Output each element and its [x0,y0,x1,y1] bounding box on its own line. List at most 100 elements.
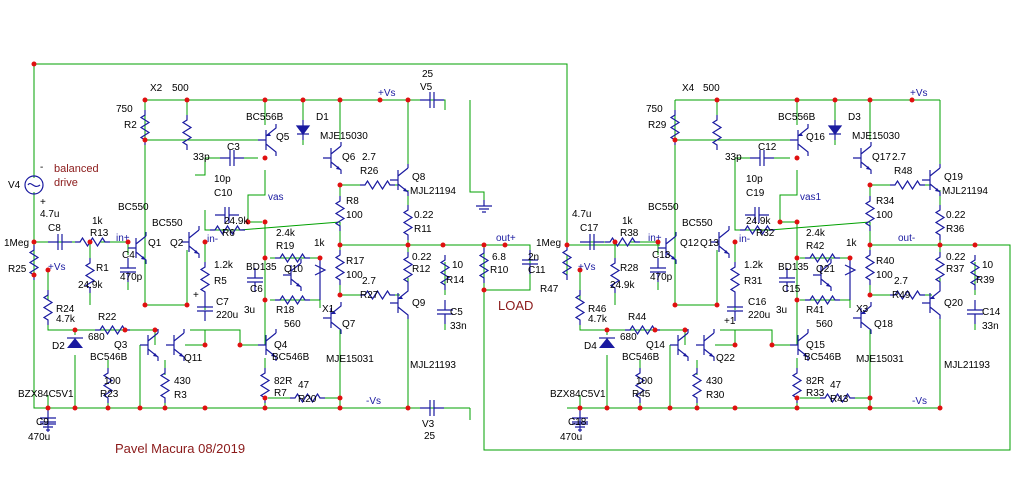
q5-label: Q5 [276,132,290,143]
c14-value: 33n [982,321,999,332]
r49-value: 2.7 [894,276,908,287]
r47-value: 1Meg [536,238,561,249]
v4-plus: + [40,197,46,208]
c3-label: C3 [227,142,240,153]
c15-label: C15 [782,284,801,295]
r20-value: 47 [298,380,310,391]
c16-label: C16 [748,297,767,308]
r29-label: R29 [648,120,667,131]
q4-type: BC546B [272,352,310,363]
r25-label: R25 [8,264,27,275]
r36-label: R36 [946,224,965,235]
c13-label: C13 [652,250,671,261]
load-label: LOAD [498,298,533,313]
q7-label: Q7 [342,319,356,330]
q18-label: Q18 [874,319,893,330]
vs-pos-right: +Vs [910,88,928,99]
drive-text-1: balanced [54,163,99,175]
c9-value: 470u [28,432,50,443]
q14-label: Q14 [646,340,665,351]
r7-value: 82R [274,376,292,387]
q16-type: BC556B [778,112,816,123]
c3-value: 33p [193,152,210,163]
r12-value: 0.22 [412,252,432,263]
r28-value: 24.9k [610,280,635,291]
d2-type: BZX84C5V1 [18,389,74,400]
r47-label: R47 [540,284,559,295]
r12-label: R12 [412,264,431,275]
in-neg-label-r: in- [739,234,750,245]
out-neg-label: out- [898,233,915,244]
q2-label: Q2 [170,238,184,249]
r32-value: 24.9k [746,216,771,227]
r6-label: R6 [222,228,235,239]
x1-label: X1 [322,304,335,315]
c10-value: 10p [214,174,231,185]
r30-label: R30 [706,390,725,401]
q21-label: Q21 [816,264,835,275]
c4-value: 470p [120,272,143,283]
v4-minus: - [40,162,43,173]
c4-label: C4 [122,250,135,261]
r23-label: R23 [100,389,119,400]
q22-label: Q22 [716,353,735,364]
r13-value: 1k [92,216,104,227]
vs-tag-r: +Vs [578,262,596,273]
c19-label: C19 [746,188,765,199]
r18-value: 560 [284,319,301,330]
drive-text-2: drive [54,177,78,189]
x4-label: X4 [682,83,695,94]
pot-value-r: 1k [846,238,858,249]
r39-label: R39 [976,275,995,286]
c5-value: 33n [450,321,467,332]
r14-label: R14 [446,275,465,286]
bd135-label: BD135 [246,262,277,273]
v3-label: V3 [422,419,435,430]
r43-value: 47 [830,380,842,391]
c15-value: 3u [776,305,787,316]
out-pos-label: out+ [496,233,516,244]
right-components [562,109,984,433]
r34-value: 100 [876,210,893,221]
left-labels: 750 R2 X2 500 BC556B Q5 D1 MJE15030 Q6 C… [4,83,467,443]
x2-label: X2 [150,83,163,94]
r27-label: R27 [360,290,379,301]
r26-label: R26 [360,166,379,177]
c7-label: C7 [216,297,229,308]
q10-label: Q10 [284,264,303,275]
c12-value: 33p [725,152,742,163]
r8-label: R8 [346,196,359,207]
r40-value: 100 [876,270,893,281]
q12-label: Q12 [680,238,699,249]
d1-label: D1 [316,112,329,123]
r14-value: 10 [452,260,464,271]
r42-label: R42 [806,241,825,252]
q8-label: Q8 [412,172,426,183]
r2-label: R2 [124,120,137,131]
q5-type: BC556B [246,112,284,123]
q2-type: BC550 [152,218,183,229]
q6-label: Q6 [342,152,356,163]
v4-label: V4 [8,180,21,191]
q13-type: BC550 [682,218,713,229]
v5-value: 25 [422,69,434,80]
q1-label: Q1 [148,238,162,249]
r1-value: 24.9k [78,280,103,291]
v3-value: 25 [424,431,436,442]
r31-value: 1.2k [744,260,764,271]
c6-value: 3u [244,305,255,316]
r22-label: R22 [98,312,117,323]
r37-value: 0.22 [946,252,966,263]
q12-type: BC550 [648,202,679,213]
q20-type: MJL21193 [944,360,990,371]
q3-label: Q3 [114,340,128,351]
left-channel [33,99,460,415]
q9-type: MJL21193 [410,360,456,371]
d2-label: D2 [52,341,65,352]
r10-value: 6.8 [492,252,506,263]
c8-label: C8 [48,223,61,234]
x4-value: 500 [703,83,720,94]
r48-value: 2.7 [892,152,906,163]
q17-type: MJE15030 [852,131,900,142]
